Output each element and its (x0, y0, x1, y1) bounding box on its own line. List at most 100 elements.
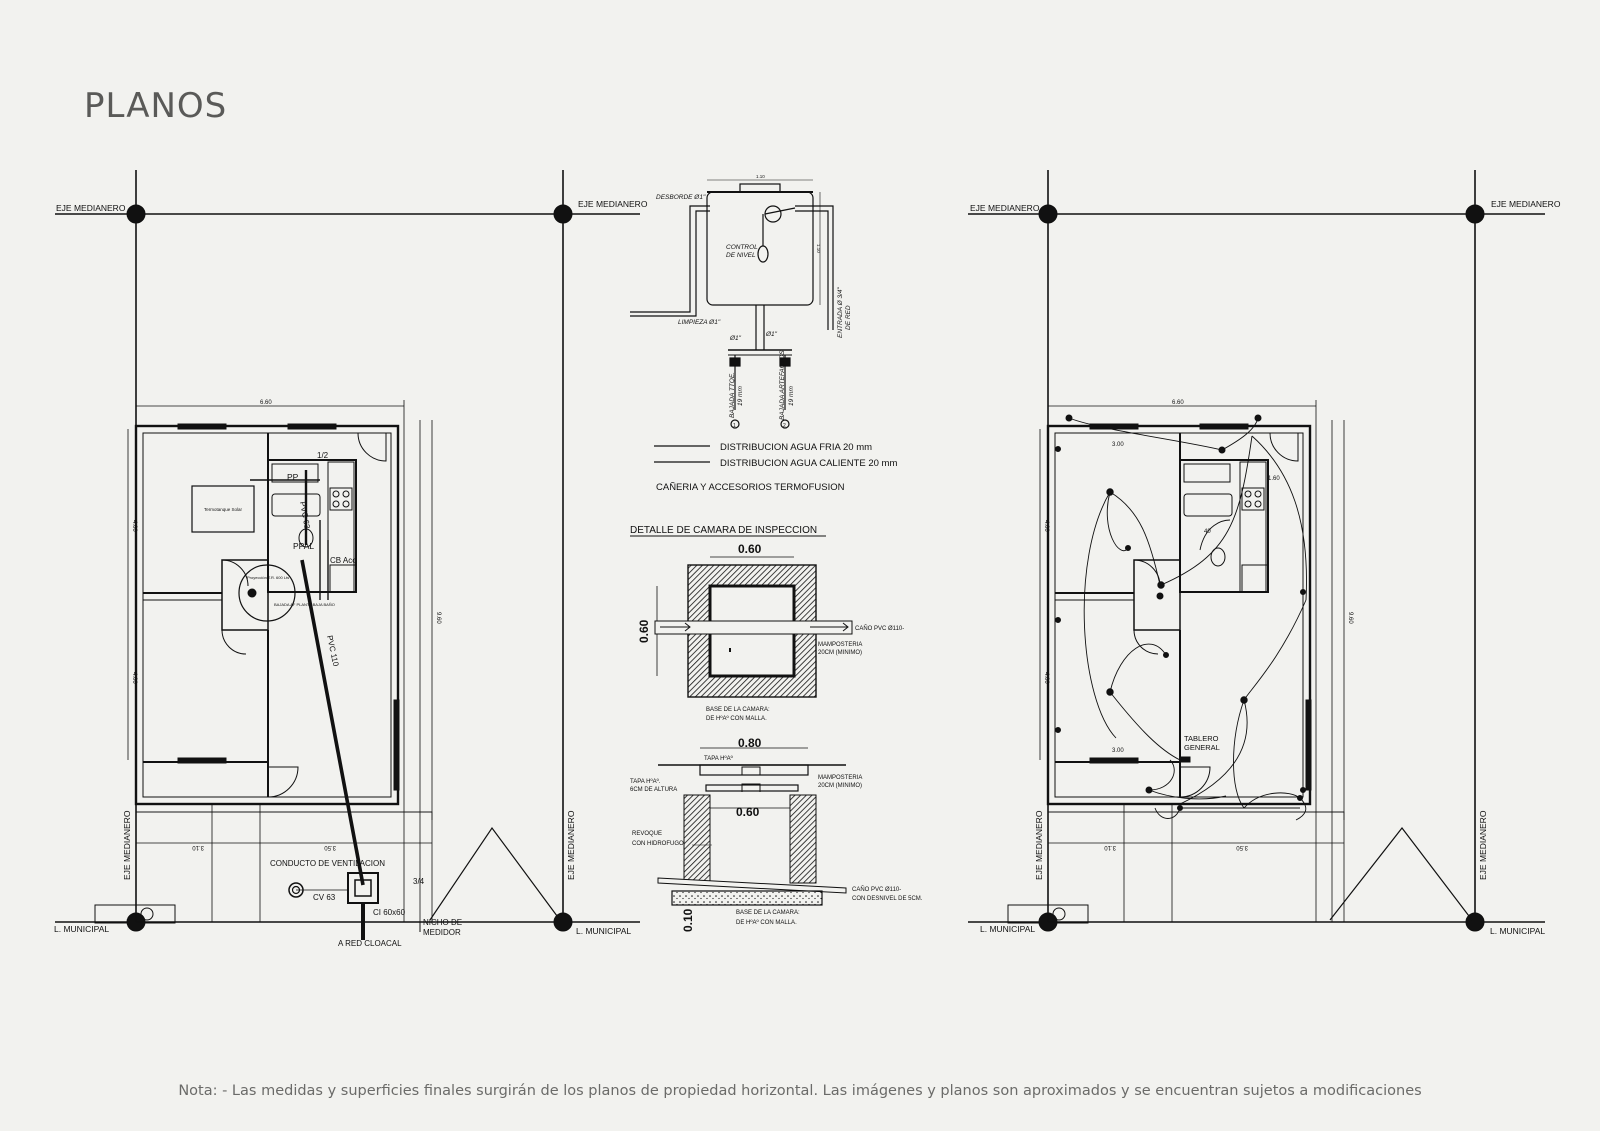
tapa-handle (741, 766, 761, 775)
electric-plan (968, 170, 1545, 932)
section-dim: 0.10 (681, 908, 695, 932)
meter-icon (1052, 907, 1066, 921)
door-swing (221, 629, 247, 655)
reservoir-projection (238, 564, 296, 622)
inlet-pipe (795, 205, 834, 330)
axis-node (553, 204, 573, 224)
tank-label: Ø1" (765, 331, 778, 338)
electric-plan-labels: EJE MEDIANERO EJE MEDIANERO EJE MEDIANER… (970, 199, 1561, 936)
nicho-label: MEDIDOR (423, 928, 461, 937)
outlet (1163, 652, 1169, 658)
reservoir-center (247, 588, 257, 598)
tank-label: DE RED (845, 305, 852, 330)
tank-label: LIMPIEZA Ø1" (678, 319, 721, 326)
section-dim: 0.60 (736, 805, 760, 819)
plumbing-plan (55, 170, 640, 940)
legend-termofusion: CAÑERIA Y ACCESORIOS TERMOFUSION (656, 482, 845, 493)
window (1089, 757, 1139, 764)
base-slab (671, 890, 823, 906)
tank-detail (630, 179, 834, 429)
eje-label: EJE MEDIANERO (578, 199, 648, 209)
front-wall (135, 811, 433, 923)
marker-number: 2 (783, 423, 786, 429)
outlet (1125, 545, 1131, 551)
legend: DISTRIBUCION AGUA FRIA 20 mm DISTRIBUCIO… (654, 442, 897, 493)
window (177, 757, 227, 764)
wiring (1109, 491, 1161, 586)
cooktop (1241, 487, 1265, 511)
legend-cold: DISTRIBUCION AGUA FRIA 20 mm (720, 442, 872, 453)
door-swing (1133, 559, 1161, 587)
light-point (1106, 688, 1114, 696)
camara-labels: DETALLE DE CAMARA DE INSPECCION 0.60 0.6… (630, 525, 904, 722)
wall-right (789, 794, 817, 884)
nicho-label: NICHO DE (423, 918, 462, 927)
tablero-label: TABLERO (1184, 734, 1219, 743)
outlet (1145, 786, 1153, 794)
wiring (1148, 789, 1227, 800)
eje-label: EJE MEDIANERO (56, 203, 126, 213)
bathtub (1183, 493, 1233, 517)
burner (332, 500, 340, 508)
camara-dim: 0.60 (637, 619, 651, 643)
camara-detail (630, 535, 853, 698)
fridge (329, 564, 357, 593)
arrow-head (684, 622, 691, 632)
camara-label: CAÑO PVC Ø110- (855, 625, 904, 632)
section-label: CON HIDROFUGO (632, 841, 684, 847)
burner (1244, 490, 1252, 498)
tank-label: BAJADA TTQE. (729, 372, 736, 418)
legend-hot: DISTRIBUCION AGUA CALIENTE 20 mm (720, 458, 897, 469)
dimension: 9.60 (1347, 612, 1353, 624)
solar-heater-label: Termotanque Solar (204, 507, 243, 512)
wiring (1243, 599, 1307, 701)
plumbing-plan-labels: EJE MEDIANERO EJE MEDIANERO EJE MEDIANER… (54, 199, 648, 948)
wiring (1199, 519, 1231, 551)
wiring (1068, 417, 1223, 451)
meter-box (1007, 904, 1089, 924)
pipe-section (654, 620, 853, 635)
reservoir-label: Proyección T.R. 600 Lts (247, 575, 289, 580)
burner (1254, 490, 1262, 498)
small-label: 40 (1204, 529, 1211, 535)
light-point (1240, 696, 1248, 704)
section-label: CAÑO PVC Ø110- (852, 886, 901, 893)
arrow-head (842, 622, 849, 632)
outlet (1055, 727, 1061, 733)
tank-label: CONTROL (726, 244, 758, 251)
camara-label: 20CM (MINIMO) (818, 650, 862, 656)
door-swing (221, 559, 249, 587)
bajada-label: BAJADA AF PLANTA BAJA BAÑO (274, 602, 335, 607)
pipe-label: PVC 110 (325, 635, 340, 668)
tapa-lower (705, 784, 799, 792)
wiring (1179, 699, 1248, 805)
eje-label-vertical: EJE MEDIANERO (1478, 810, 1488, 880)
fridge (1241, 564, 1269, 593)
red-cloacal-label: A RED CLOACAL (338, 939, 402, 948)
tank-label: ENTRADA Ø 3/4" (837, 286, 844, 338)
hall-wall (1133, 559, 1181, 631)
fraction-label: 1/2 (317, 451, 329, 460)
eje-label: EJE MEDIANERO (970, 203, 1040, 213)
door-swing (1133, 629, 1159, 655)
wiring (1148, 759, 1175, 791)
outer-wall (134, 424, 400, 806)
tablero-label: GENERAL (1184, 743, 1220, 752)
outlet (1156, 592, 1164, 600)
meter-icon (140, 907, 154, 921)
section-label: DE HºAº CON MALLA. (736, 919, 797, 926)
outlet (1300, 787, 1306, 793)
window (177, 423, 227, 430)
window (1305, 699, 1312, 791)
level-control (757, 245, 769, 263)
float-arm (764, 207, 796, 215)
dimension: 4.00 (1043, 672, 1049, 684)
window (393, 699, 400, 791)
door-swing (1269, 432, 1299, 462)
wiring (1243, 792, 1301, 809)
tank-label: DE NIVEL (726, 252, 756, 259)
bathroom-wall (1179, 459, 1269, 593)
pvc-pipe (300, 559, 365, 886)
